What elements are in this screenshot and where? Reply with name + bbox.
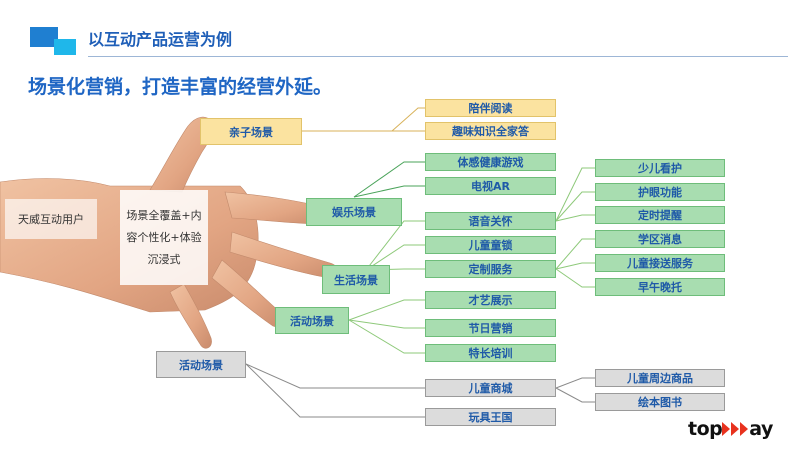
item-daycare: 早午晚托 [595, 278, 725, 296]
connector-ent-2 [353, 185, 425, 198]
item-talent-show: 才艺展示 [425, 291, 556, 309]
connector-life-2 [365, 244, 425, 271]
connector-parent-1 [302, 107, 425, 132]
connector-ent-1 [353, 161, 425, 198]
connector-gray-2 [245, 363, 425, 418]
connector-mall-1 [555, 377, 595, 389]
connector-mall-2 [555, 387, 595, 403]
logo-text-right: ay [749, 418, 773, 440]
connector-voice-1 [555, 167, 595, 222]
connector-life-1 [365, 220, 425, 271]
logo-text-left: top [688, 418, 723, 440]
item-eye-protect: 护眼功能 [595, 183, 725, 201]
scene-activity-gray: 活动场景 [156, 351, 246, 378]
center-label: 场景全覆盖+内容个性化+体验沉浸式 [120, 190, 208, 285]
item-skill-training: 特长培训 [425, 344, 556, 362]
item-picture-books: 绘本图书 [595, 393, 725, 411]
connector-act-3 [348, 319, 425, 354]
scene-activity: 活动场景 [275, 307, 349, 334]
item-custom-service: 定制服务 [425, 260, 556, 278]
slide-title: 以互动产品运营为例 [88, 30, 233, 49]
item-school-news: 学区消息 [595, 230, 725, 248]
item-pickup-service: 儿童接送服务 [595, 254, 725, 272]
header-divider [88, 56, 788, 57]
item-companion-reading: 陪伴阅读 [425, 99, 556, 117]
connector-custom-2 [555, 262, 595, 270]
logo-arrow-icon [740, 422, 749, 436]
scene-life: 生活场景 [322, 265, 390, 294]
connector-lines [245, 107, 595, 418]
header-square-light [54, 39, 76, 55]
user-label: 天威互动用户 [5, 199, 97, 239]
connector-voice-2 [555, 191, 595, 222]
item-timer-reminder: 定时提醒 [595, 206, 725, 224]
connector-act-1 [348, 299, 425, 321]
header-square-dark [30, 27, 58, 47]
item-tv-ar: 电视AR [425, 177, 556, 195]
item-holiday-marketing: 节日营销 [425, 319, 556, 337]
item-kids-mall: 儿童商城 [425, 379, 556, 397]
logo-arrow-icon [722, 422, 731, 436]
item-voice-care: 语音关怀 [425, 212, 556, 230]
connector-act-2 [348, 319, 425, 329]
connector-custom-3 [555, 268, 595, 288]
item-child-watch: 少儿看护 [595, 159, 725, 177]
item-kids-merch: 儿童周边商品 [595, 369, 725, 387]
connector-custom-1 [555, 238, 595, 270]
item-family-quiz: 趣味知识全家答 [425, 122, 556, 140]
logo-arrow-icon [731, 422, 740, 436]
connector-voice-3 [555, 214, 595, 222]
topway-logo: top ay [688, 418, 773, 440]
connector-gray-1 [245, 363, 425, 389]
item-motion-game: 体感健康游戏 [425, 153, 556, 171]
item-child-lock: 儿童童锁 [425, 236, 556, 254]
headline: 场景化营销，打造丰富的经营外延。 [28, 76, 333, 98]
item-toy-kingdom: 玩具王国 [425, 408, 556, 426]
scene-entertainment: 娱乐场景 [306, 198, 402, 226]
scene-parent-child: 亲子场景 [200, 118, 302, 145]
